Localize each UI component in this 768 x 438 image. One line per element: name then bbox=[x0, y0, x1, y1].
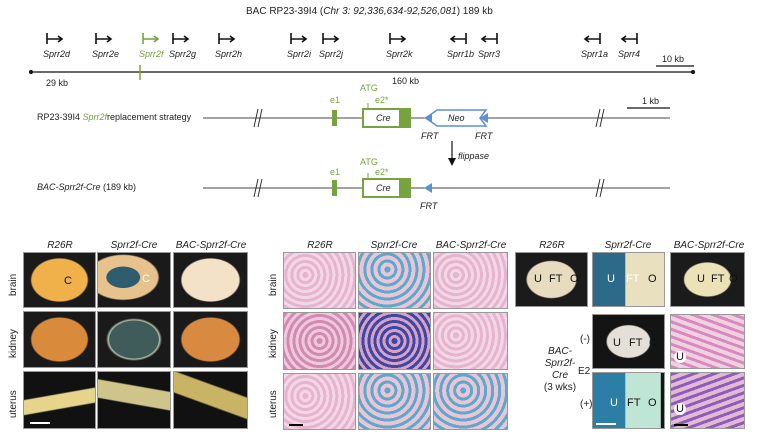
col-bac-sprr2f-cre: BAC-Sprr2f-Cre bbox=[435, 240, 507, 251]
histology-brain-sprr2f-cre bbox=[358, 252, 431, 309]
gene-arrow-icon bbox=[95, 33, 113, 44]
photo-brain-sprr2f-cre: C bbox=[97, 252, 171, 308]
gene-arrow-icon bbox=[620, 33, 638, 44]
cre-label: Cre bbox=[376, 113, 391, 123]
histology-uterus-sprr2f-cre bbox=[358, 373, 431, 430]
figure-title: BAC RP23-39I4 (Chr 3: 92,336,634-92,526,… bbox=[246, 6, 493, 17]
gene-arrow-icon bbox=[46, 33, 64, 44]
frt-label: FRT bbox=[475, 131, 493, 141]
row-uterus: uterus bbox=[268, 390, 279, 418]
group-label: BAC-Sprr2f-Cre(3 wks) bbox=[543, 346, 577, 393]
col-r26r: R26R bbox=[307, 240, 333, 251]
photo-brain-r26r: C bbox=[23, 252, 96, 308]
photo-brain-bac bbox=[173, 252, 248, 308]
gene-label: Sprr2f bbox=[139, 49, 164, 59]
col-sprr2f-cre: Sprr2f-Cre bbox=[110, 240, 158, 251]
atg-label: ATG bbox=[360, 83, 378, 93]
col-r26r: R26R bbox=[47, 240, 73, 251]
neo-label: Neo bbox=[448, 113, 465, 123]
gene-arrow-icon bbox=[449, 33, 467, 44]
row-brain: brain bbox=[268, 273, 279, 296]
frt-site bbox=[480, 113, 488, 123]
histology-brain-r26r bbox=[283, 252, 356, 309]
gene-label: Sprr4 bbox=[618, 49, 641, 59]
e2-plus-label: (+) bbox=[580, 399, 593, 410]
gene-arrow-icon bbox=[480, 33, 498, 44]
col-bac-sprr2f-cre: BAC-Sprr2f-Cre bbox=[175, 240, 247, 251]
e2-minus-label: (-) bbox=[580, 334, 590, 345]
photo-kidney-r26r bbox=[23, 311, 96, 368]
histology-kidney-sprr2f-cre bbox=[358, 312, 431, 370]
histology-e2-minus: U bbox=[670, 314, 745, 369]
histology-kidney-bac bbox=[433, 312, 508, 370]
e1-label: e1 bbox=[330, 95, 341, 105]
gene-arrow-icon bbox=[290, 33, 308, 44]
bac-label: BAC-Sprr2f-Cre (189 kb) bbox=[37, 182, 137, 192]
photo-uterus-r26r bbox=[23, 371, 96, 429]
gene-arrow-icon bbox=[389, 33, 407, 44]
frt-site bbox=[424, 183, 432, 193]
scale-label-10kb: 10 kb bbox=[662, 54, 685, 64]
frt-site bbox=[424, 113, 432, 123]
strategy-label: RP23-39I4 Sprr2freplacement strategy bbox=[37, 112, 192, 122]
row-uterus: uterus bbox=[8, 390, 19, 418]
gene-arrow-icon bbox=[583, 33, 601, 44]
e2-label: e2* bbox=[375, 95, 389, 105]
photo-kidney-sprr2f-cre bbox=[97, 311, 171, 368]
gene-arrow-icon bbox=[142, 33, 160, 44]
e2-label: e2* bbox=[375, 167, 389, 177]
atg-label: ATG bbox=[360, 157, 378, 167]
cre-label: Cre bbox=[376, 183, 391, 193]
col-bac-sprr2f-cre: BAC-Sprr2f-Cre bbox=[673, 240, 745, 251]
col-r26r: R26R bbox=[539, 240, 565, 251]
construct-diagram bbox=[29, 33, 695, 198]
photo-uterus-sprr2f-cre bbox=[97, 371, 171, 429]
histology-kidney-r26r bbox=[283, 312, 356, 370]
scale-label-1kb: 1 kb bbox=[642, 96, 660, 106]
col-sprr2f-cre: Sprr2f-Cre bbox=[604, 240, 652, 251]
histology-brain-bac bbox=[433, 252, 508, 309]
exon1 bbox=[332, 110, 337, 126]
gene-label: Sprr3 bbox=[478, 49, 501, 59]
flippase-label: flippase bbox=[458, 151, 490, 161]
row-brain: brain bbox=[8, 273, 19, 296]
histology-e2-plus: U bbox=[670, 372, 745, 429]
gene-label: Sprr2h bbox=[215, 49, 243, 59]
right-distance: 160 kb bbox=[392, 76, 420, 86]
frt-label: FRT bbox=[420, 201, 438, 211]
gene-label: Sprr2d bbox=[43, 49, 71, 59]
gene-label: Sprr2i bbox=[287, 49, 312, 59]
e2-label: E2 bbox=[578, 366, 591, 377]
gene-arrow-icon bbox=[322, 33, 340, 44]
histology-uterus-bac bbox=[433, 373, 508, 430]
left-distance: 29 kb bbox=[46, 78, 69, 88]
photo-kidney-bac bbox=[173, 311, 248, 368]
photo-uterus-bac bbox=[173, 371, 248, 429]
exon1 bbox=[332, 180, 337, 196]
gene-label: Sprr1b bbox=[447, 49, 475, 59]
gene-arrow-icon bbox=[172, 33, 190, 44]
frt-label: FRT bbox=[421, 131, 439, 141]
col-sprr2f-cre: Sprr2f-Cre bbox=[370, 240, 418, 251]
e1-label: e1 bbox=[330, 167, 341, 177]
gene-label: Sprr2k bbox=[386, 49, 413, 59]
row-kidney: kidney bbox=[8, 329, 19, 358]
histology-uterus-r26r bbox=[283, 373, 356, 430]
gene-arrow-icon bbox=[218, 33, 236, 44]
gene-label: Sprr2g bbox=[169, 49, 197, 59]
gene-label: Sprr2e bbox=[92, 49, 120, 59]
gene-label: Sprr1a bbox=[581, 49, 609, 59]
flippase-arrow bbox=[448, 158, 456, 166]
gene-label: Sprr2j bbox=[319, 49, 344, 59]
row-kidney: kidney bbox=[268, 329, 279, 358]
